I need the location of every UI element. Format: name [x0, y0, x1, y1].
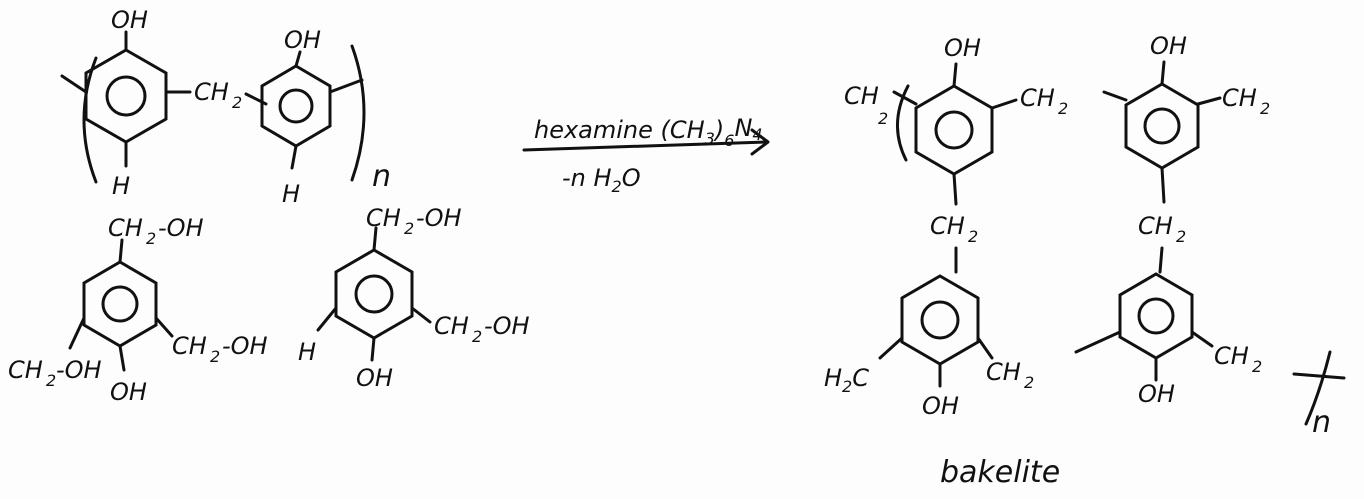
svg-text:2: 2 [404, 219, 414, 238]
reagent-label: hexamine (CH3)6N4 [534, 114, 763, 150]
aromatic-circle-d [354, 274, 394, 314]
aromatic-circle-g [1143, 107, 1181, 145]
reaction-arrow-group: hexamine (CH3)6N4 -n H2O [522, 114, 770, 196]
product-name-label: bakelite [940, 455, 1060, 490]
right-bracket [350, 44, 366, 182]
oh-label: OH [284, 26, 321, 54]
svg-text:2: 2 [46, 371, 56, 390]
oh-label: OH [1150, 32, 1187, 60]
benzene-ring-b [260, 64, 332, 148]
svg-text:2: 2 [878, 109, 888, 128]
h-label: H [112, 172, 130, 200]
ch2-oh-label: CH [172, 332, 207, 360]
aromatic-circle-e [934, 110, 974, 150]
svg-text:-OH: -OH [416, 204, 462, 232]
benzene-ring-e [914, 84, 994, 176]
ch2-label: CH [194, 78, 229, 106]
oh-label: OH [110, 378, 147, 406]
svg-text:2: 2 [1260, 99, 1270, 118]
ch2-label: CH [1020, 84, 1055, 112]
svg-text:2: 2 [210, 347, 220, 366]
oh-label: OH [1138, 380, 1175, 408]
benzene-ring-h [1118, 272, 1194, 360]
reaction-arrow [522, 140, 768, 152]
ch2-oh-label: CH [434, 312, 469, 340]
svg-text:2: 2 [968, 227, 978, 246]
benzene-ring-a [84, 48, 168, 144]
benzene-ring-g [1124, 82, 1200, 170]
svg-text:2: 2 [1176, 227, 1186, 246]
ch2-label: CH [930, 212, 965, 240]
ch2-oh-label: CH [108, 214, 143, 242]
svg-text:-OH: -OH [484, 312, 530, 340]
svg-text:2: 2 [146, 229, 156, 248]
oh-label: OH [356, 364, 393, 392]
aromatic-circle-c [101, 285, 139, 323]
arrow-head [750, 128, 770, 156]
end-bond [1292, 372, 1346, 380]
reactant-methylol-phenol-2: CH 2 -OH CH 2 -OH H OH [298, 204, 530, 392]
end-bracket [1304, 350, 1332, 426]
water-label: -n H2O [562, 164, 641, 196]
aromatic-circle-h [1137, 297, 1175, 335]
ch2-oh-label: CH [366, 204, 401, 232]
reactant-novolac-unit: OH H CH 2 OH H n [60, 6, 391, 208]
h2c-label: H2C [824, 364, 869, 396]
svg-text:-OH: -OH [56, 356, 102, 384]
reactant-methylol-phenol-1: CH 2 -OH CH 2 -OH CH 2 -OH OH [8, 214, 268, 406]
oh-label: OH [111, 6, 148, 34]
svg-text:-OH: -OH [158, 214, 204, 242]
subscript-2: 2 [232, 93, 242, 112]
benzene-ring-d [334, 248, 414, 340]
benzene-ring-c [82, 260, 158, 348]
svg-text:2: 2 [1252, 357, 1262, 376]
aromatic-circle-a [105, 75, 147, 117]
oh-label: OH [922, 392, 959, 420]
ch2-label: CH [1214, 342, 1249, 370]
ch2-label: CH [1138, 212, 1173, 240]
svg-text:2: 2 [1058, 99, 1068, 118]
h-label: H [282, 180, 300, 208]
ch2-label: CH [1222, 84, 1257, 112]
aromatic-circle-f [920, 300, 960, 340]
product-bakelite: OH CH 2 CH 2 CH 2 H2C CH 2 OH OH CH 2 CH… [824, 32, 1346, 490]
repeat-n-label: n [372, 159, 391, 194]
svg-text:2: 2 [1024, 373, 1034, 392]
ch2-label: CH [986, 358, 1021, 386]
h-label: H [298, 338, 316, 366]
svg-text:2: 2 [472, 327, 482, 346]
benzene-ring-f [900, 274, 980, 366]
product-bracket [896, 84, 910, 162]
oh-label: OH [944, 34, 981, 62]
ch2-label: CH [844, 82, 879, 110]
ch2-oh-label: CH [8, 356, 43, 384]
left-bracket [82, 56, 98, 184]
repeat-n-label: n [1312, 405, 1331, 440]
svg-text:-OH: -OH [222, 332, 268, 360]
aromatic-circle-b [278, 88, 314, 124]
